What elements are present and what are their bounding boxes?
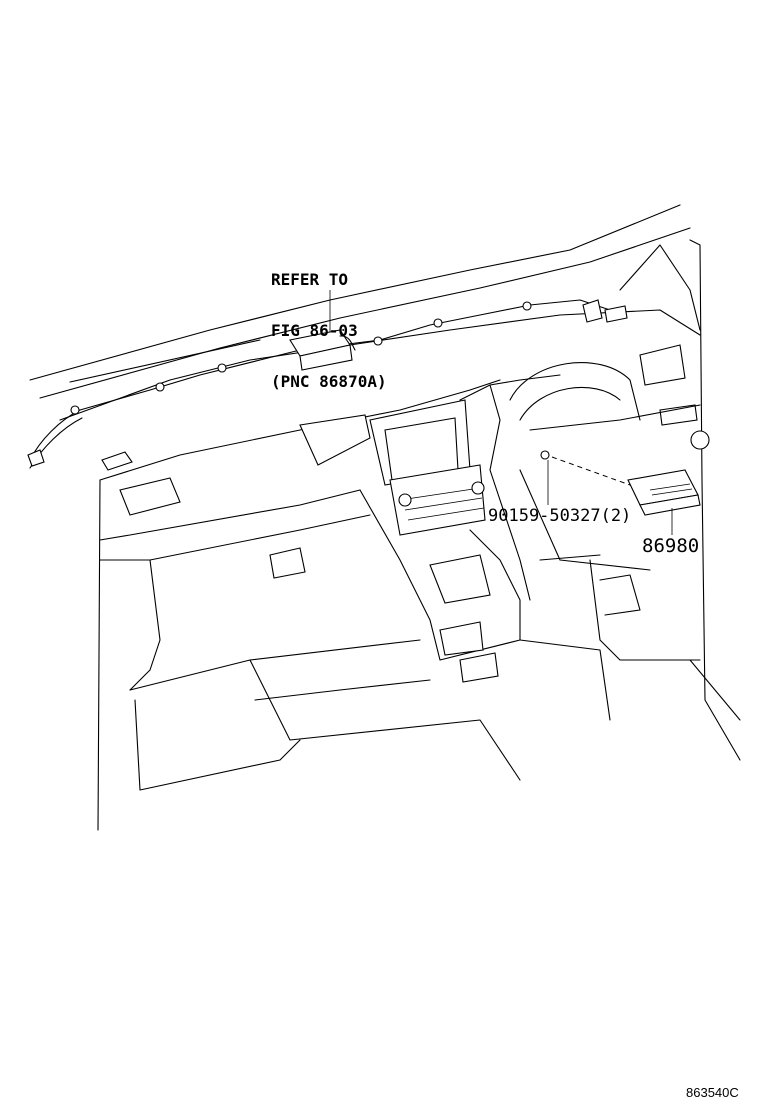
instrument-cluster	[509, 344, 710, 571]
bolt-fastener	[540, 450, 550, 505]
passenger-vent	[99, 451, 371, 691]
figure-id: 863540C	[686, 1085, 739, 1100]
center-console	[299, 374, 561, 683]
bolt-part-number: 90159-50327(2)	[488, 506, 632, 526]
module-part-number: 86980	[642, 535, 700, 557]
dashboard-top	[59, 309, 701, 831]
wire-harness	[27, 299, 628, 469]
windshield-outline	[29, 204, 691, 399]
refer-note-line-1: REFER TO	[271, 270, 349, 289]
door-pillar	[619, 239, 741, 761]
antenna-amplifier-unit	[289, 290, 356, 371]
driver-lower	[519, 559, 701, 721]
control-module-86980	[551, 456, 701, 535]
refer-note-line-2: FIG 86-03	[271, 321, 358, 340]
refer-note-line-3: (PNC 86870A)	[271, 372, 387, 391]
passenger-lower	[129, 639, 521, 791]
refer-note: REFER TO FIG 86-03 (PNC 86870A)	[271, 240, 387, 406]
